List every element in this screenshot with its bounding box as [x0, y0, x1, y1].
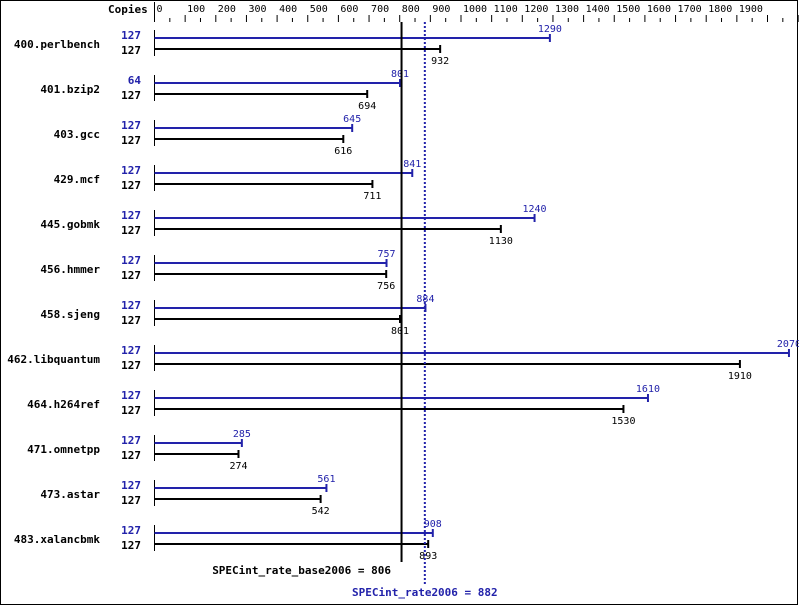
base-copies: 127	[121, 449, 141, 462]
axis-tick-label: 1000	[463, 4, 487, 15]
base-copies: 127	[121, 359, 141, 372]
base-copies: 127	[121, 179, 141, 192]
peak-copies: 127	[121, 299, 141, 312]
benchmark-name: 445.gobmk	[40, 218, 100, 231]
benchmark-name: 401.bzip2	[40, 83, 100, 96]
peak-value: 1290	[538, 24, 562, 35]
base-copies: 127	[121, 494, 141, 507]
peak-value: 2070	[777, 339, 799, 350]
peak-value: 1240	[523, 204, 547, 215]
peak-copies: 127	[121, 524, 141, 537]
base-copies: 127	[121, 224, 141, 237]
base-summary-label: SPECint_rate_base2006 = 806	[212, 564, 391, 577]
base-value: 932	[431, 56, 449, 67]
benchmark-row: 401.bzip2 64 127 801 694	[40, 69, 409, 112]
axis-tick-label: 1200	[524, 4, 548, 15]
axis-tick-label: 400	[279, 4, 297, 15]
base-copies: 127	[121, 314, 141, 327]
peak-value: 757	[377, 249, 395, 260]
peak-copies: 127	[121, 389, 141, 402]
axis-tick-label: 1700	[678, 4, 702, 15]
peak-copies: 127	[121, 164, 141, 177]
benchmark-row: 464.h264ref 127 127 1610 1530	[27, 384, 660, 427]
benchmark-name: 456.hmmer	[40, 263, 100, 276]
base-copies: 127	[121, 134, 141, 147]
peak-value: 801	[391, 69, 409, 80]
base-copies: 127	[121, 404, 141, 417]
axis-tick-label: 1600	[647, 4, 671, 15]
copies-axis-label: Copies	[108, 3, 148, 16]
benchmark-row: 458.sjeng127127884801	[40, 294, 434, 337]
base-value: 616	[334, 146, 352, 157]
base-value: 542	[312, 506, 330, 517]
base-value: 694	[358, 101, 376, 112]
benchmark-name: 473.astar	[40, 488, 100, 501]
peak-copies: 127	[121, 209, 141, 222]
base-value: 893	[419, 551, 437, 562]
benchmark-row: 445.gobmk 127 127 1240 1130	[40, 204, 546, 247]
benchmark-name: 483.xalancbmk	[14, 533, 100, 546]
peak-value: 841	[403, 159, 421, 170]
benchmark-row: 400.perlbench 127 127 1290 932	[14, 24, 562, 67]
peak-copies: 127	[121, 254, 141, 267]
base-copies: 127	[121, 539, 141, 552]
benchmark-row: 473.astar 127 127 561 542	[40, 474, 335, 517]
axis-tick-label: 1400	[586, 4, 610, 15]
axis-tick-label: 1800	[708, 4, 732, 15]
base-value: 1530	[611, 416, 635, 427]
peak-copies: 127	[121, 119, 141, 132]
benchmark-row: 403.gcc 127 127 645 616	[54, 114, 362, 157]
peak-copies: 127	[121, 344, 141, 357]
peak-copies: 127	[121, 434, 141, 447]
peak-value: 561	[317, 474, 335, 485]
x-axis: 0 100 200 300 400 500 600 700 800 900 1000 1100 1200…	[154, 2, 799, 22]
base-copies: 127	[121, 269, 141, 282]
base-value: 801	[391, 326, 409, 337]
axis-tick-label: 1900	[739, 4, 763, 15]
summary-lines	[400, 22, 426, 585]
axis-tick-label: 300	[248, 4, 266, 15]
peak-value: 1610	[636, 384, 660, 395]
axis-tick-label: 700	[371, 4, 389, 15]
benchmark-name: 464.h264ref	[27, 398, 100, 411]
axis-tick-label: 800	[402, 4, 420, 15]
peak-summary-label: SPECint_rate2006 = 882	[352, 586, 498, 599]
peak-copies: 127	[121, 29, 141, 42]
base-copies: 127	[121, 44, 141, 57]
axis-tick-label: 500	[310, 4, 328, 15]
peak-copies: 64	[128, 74, 142, 87]
axis-tick-label: 1300	[555, 4, 579, 15]
benchmark-row: 462.libquantum 127 127 2070 1910	[7, 339, 799, 382]
benchmark-name: 403.gcc	[54, 128, 100, 141]
axis-tick-label: 200	[218, 4, 236, 15]
base-value: 756	[377, 281, 395, 292]
peak-value: 285	[233, 429, 251, 440]
benchmark-rows: 400.perlbench 127 127 1290 932 401.bzip2 64 127…	[7, 24, 799, 562]
axis-tick-label: 100	[187, 4, 205, 15]
benchmark-name: 400.perlbench	[14, 38, 100, 51]
benchmark-name: 462.libquantum	[7, 353, 100, 366]
axis-tick-label: 1500	[616, 4, 640, 15]
axis-tick-label: 900	[432, 4, 450, 15]
benchmark-row: 429.mcf 127 127 841 711	[54, 159, 422, 202]
peak-value: 645	[343, 114, 361, 125]
benchmark-name: 458.sjeng	[40, 308, 100, 321]
benchmark-name: 429.mcf	[54, 173, 100, 186]
benchmark-row: 483.xalancbmk 127 127 908 893	[14, 519, 442, 562]
benchmark-name: 471.omnetpp	[27, 443, 100, 456]
base-value: 711	[363, 191, 381, 202]
axis-tick-label: 1100	[494, 4, 518, 15]
base-value: 274	[229, 461, 247, 472]
peak-copies: 127	[121, 479, 141, 492]
axis-tick-label: 0	[157, 4, 163, 15]
base-value: 1130	[489, 236, 513, 247]
benchmark-row: 471.omnetpp 127 127 285 274	[27, 429, 251, 472]
axis-tick-label: 600	[340, 4, 358, 15]
benchmark-row: 456.hmmer 127 127 757 756	[40, 249, 395, 292]
base-value: 1910	[728, 371, 752, 382]
peak-value: 908	[424, 519, 442, 530]
base-copies: 127	[121, 89, 141, 102]
